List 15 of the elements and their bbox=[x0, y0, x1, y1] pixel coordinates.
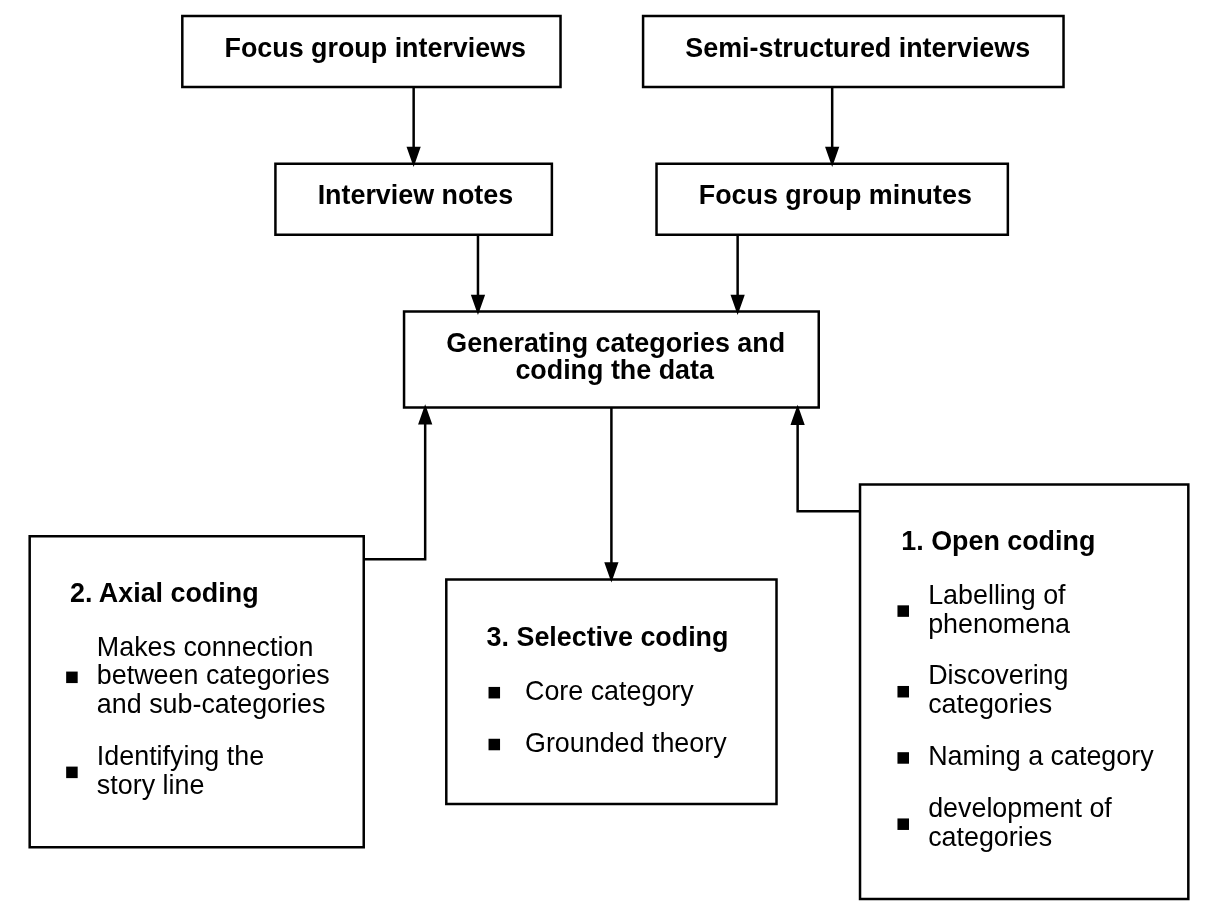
node-box: 3. Selective coding Core category Grounded theory bbox=[444, 578, 778, 806]
arrow bbox=[730, 234, 745, 316]
node-box: Semi-structured interviews bbox=[641, 14, 1065, 89]
node-box: Generating categories and coding the data bbox=[402, 310, 820, 409]
node-box: Interview notes bbox=[273, 162, 553, 237]
arrow bbox=[470, 234, 485, 316]
arrow bbox=[603, 407, 619, 583]
arrow bbox=[790, 404, 859, 513]
node-box: 1. Open coding Labelling of phenomena Discovering categories Naming a category development of categories bbox=[858, 483, 1190, 901]
arrow bbox=[406, 87, 421, 168]
node-box: Focus group minutes bbox=[654, 162, 1009, 237]
node-box: 2. Axial coding Makes connection between categories and sub-categories Identifying the story line bbox=[27, 534, 365, 849]
arrow bbox=[363, 404, 432, 561]
arrow bbox=[824, 87, 839, 168]
node-box: Focus group interviews bbox=[180, 14, 562, 89]
